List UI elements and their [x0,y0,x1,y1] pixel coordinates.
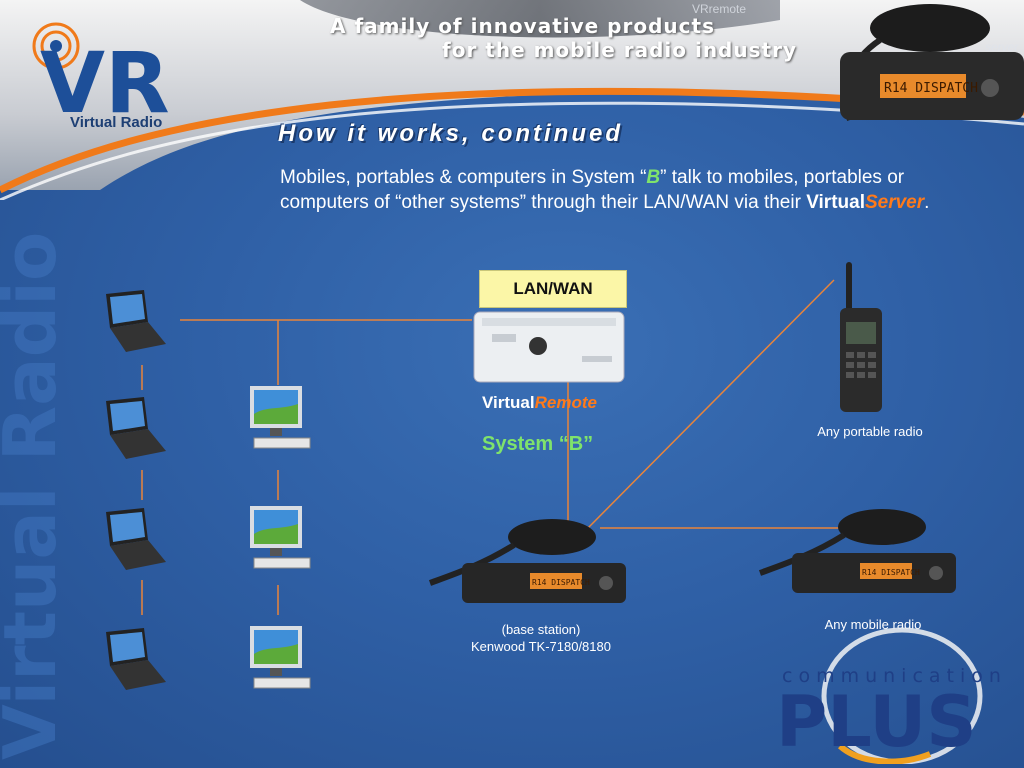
base-station-label-line-1: (base station) [501,622,581,637]
base-station-radio-image: R14 DISPATCH [428,519,626,603]
lan-wan-label: LAN/WAN [479,270,627,308]
virtual-remote-word-virtual: Virtual [482,393,535,412]
brand-top-text: communication [782,665,1007,687]
header-radio-display: R14 DISPATCH [884,81,978,96]
communication-plus-logo: communication PLUS [776,627,1007,764]
slide-body-text: Mobiles, portables & computers in System… [280,165,980,215]
slide-title: How it works, continued [278,120,624,147]
header-radio-image: R14 DISPATCH [840,4,1024,121]
body-end: . [924,192,930,213]
body-part-1: Mobiles, portables & computers in System… [280,167,647,188]
virtual-remote-word-remote: Remote [534,393,597,412]
side-watermark-text: Virtual Radio [0,232,70,760]
base-station-label-line-2: Kenwood TK-7180/8180 [471,639,611,654]
mobile-radio-image: R14 DISPATCH [758,509,956,593]
base-radio-display: R14 DISPATCH [532,578,590,587]
system-b-label: System “B” [482,433,594,455]
tagline-line-2: for the mobile radio industry [442,38,797,62]
signal-arc-icon [32,22,80,70]
virtual-remote-server-image [473,311,625,383]
header-background [0,0,1024,200]
body-system-letter: B [646,167,661,188]
side-watermark: Virtual Radio [0,232,70,760]
logo-letters: VR [40,34,170,132]
laptop-icon [106,628,166,690]
watermark-vremote: VRremote [692,2,747,16]
header-banner: VR Virtual Radio A family of innovative … [0,0,1024,200]
desktop-computer-icon [250,626,311,689]
laptop-icon [106,290,166,352]
mobile-radio-display: R14 DISPATCH [862,568,920,577]
virtual-radio-logo: VR [32,22,170,132]
laptop-icon [106,508,166,570]
body-part-2: ” talk to mobiles, portables or computer… [280,167,905,213]
portable-radio-image [840,262,882,412]
virtual-remote-label: VirtualRemote [482,393,597,413]
logo-text: Virtual Radio [70,114,163,131]
brand-bottom-text: PLUS [776,681,977,763]
portable-radio-label: Any portable radio [817,424,923,439]
desktop-computer-icon [250,506,311,569]
body-server: Server [864,192,925,213]
watermark-server: server [985,40,1019,54]
tagline-line-1: A family of innovative products [330,14,715,38]
laptop-icon [106,397,166,459]
link-to-portable-line [587,279,835,529]
desktop-computer-icon [250,386,311,449]
body-virtual: Virtual [806,192,865,213]
